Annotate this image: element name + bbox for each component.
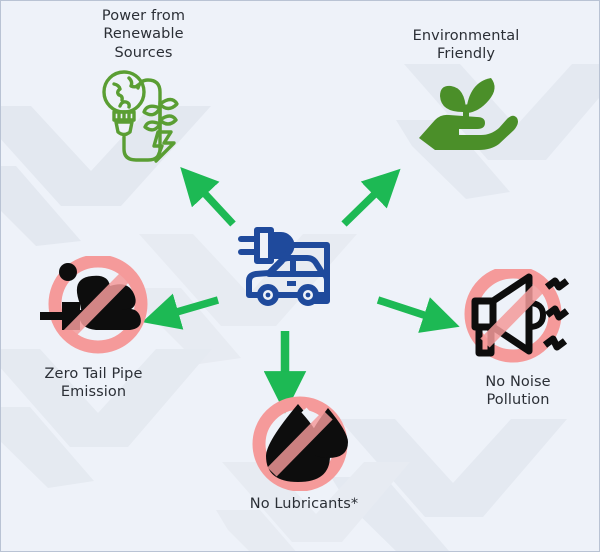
- ev-car-plug-icon: [238, 227, 330, 306]
- node-label-no-noise-pollution: No Noise Pollution: [485, 374, 551, 409]
- node-no-noise-pollution[interactable]: No Noise Pollution: [453, 269, 583, 410]
- bulb-plant-lightning-icon: [101, 70, 179, 163]
- arrow-to-zero-tail-pipe: [142, 293, 220, 330]
- node-power-renewable[interactable]: Power from Renewable Sources: [76, 7, 211, 166]
- node-environmental-friendly[interactable]: Environmental Friendly: [391, 27, 541, 150]
- arrow-to-power-renewable: [180, 167, 236, 227]
- exhaust-pipe-prohibited-icon: [40, 256, 148, 354]
- center-node-ev-charging[interactable]: [235, 217, 363, 317]
- node-label-zero-tail-pipe-emission: Zero Tail Pipe Emission: [44, 366, 143, 401]
- arrow-to-no-noise: [376, 296, 460, 333]
- node-label-no-lubricants: No Lubricants*: [249, 496, 359, 512]
- megaphone-prohibited-icon: [464, 269, 570, 363]
- node-no-lubricants[interactable]: No Lubricants*: [239, 386, 369, 513]
- oil-drop-prohibited-icon: [252, 396, 348, 491]
- node-zero-tail-pipe-emission[interactable]: Zero Tail Pipe Emission: [21, 256, 166, 402]
- node-label-environmental-friendly: Environmental Friendly: [412, 28, 520, 63]
- node-label-power-renewable: Power from Renewable Sources: [101, 8, 186, 61]
- hand-sprout-icon: [419, 77, 518, 150]
